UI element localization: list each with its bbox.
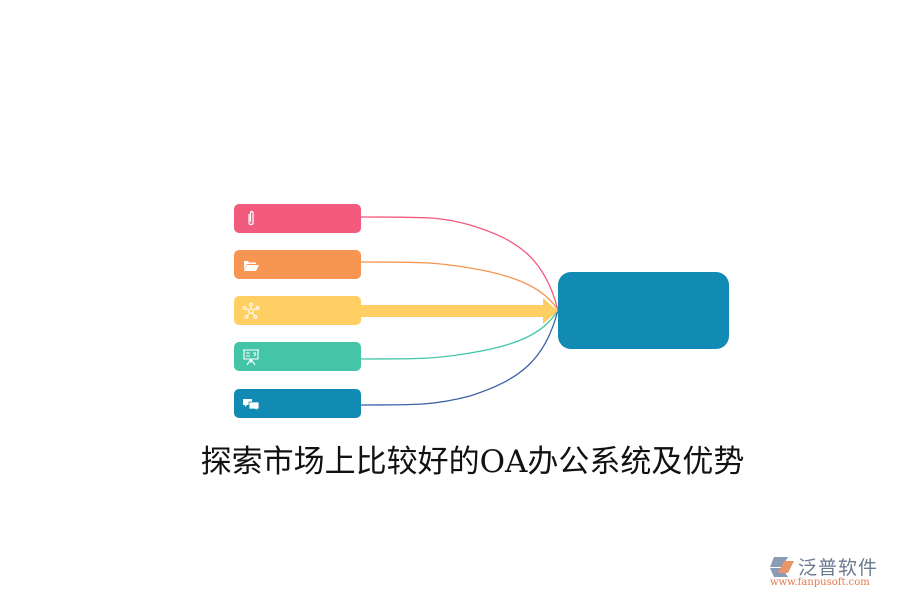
network-icon (242, 302, 260, 319)
logo-name: 泛普软件 (798, 557, 879, 579)
logo-url: www.fanpusoft.com (770, 577, 870, 588)
branch-node-4[interactable] (234, 342, 361, 371)
central-node[interactable] (558, 272, 729, 349)
branch-node-5[interactable] (234, 389, 361, 418)
chat-bubbles-icon (243, 399, 260, 412)
branch-node-1[interactable] (234, 204, 361, 233)
paperclip-icon (248, 210, 254, 226)
page-title: 探索市场上比较好的OA办公系统及优势 (200, 444, 745, 480)
branch-node-2[interactable] (234, 250, 361, 279)
branch-node-3[interactable] (234, 296, 361, 325)
folder-open-icon (244, 261, 259, 271)
presentation-board-icon (243, 349, 259, 366)
fanpu-logo-icon (770, 557, 794, 577)
watermark-logo: 泛普软件 www.fanpusoft.com (768, 553, 893, 593)
